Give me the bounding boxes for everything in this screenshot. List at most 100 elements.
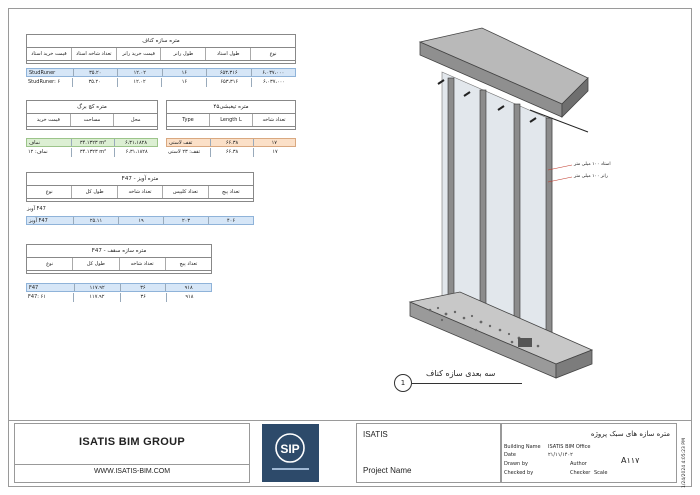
building-name-value: ISATIS BIM Office — [548, 444, 591, 450]
table-cell: ۶۶.۳۸ — [210, 148, 253, 157]
col-header: Length L — [209, 114, 252, 126]
table-row[interactable]: F47: ۶۱ ۱۱۷.۹۲ ۳۶ ۹۱۸ — [26, 293, 212, 302]
table-cell: ۳۴.۱۳۲۳ m² — [71, 139, 114, 146]
table-cell: ۱۹ — [118, 217, 163, 224]
table-cell: ۱۲.۰۲ — [116, 78, 162, 87]
table-cell: ۶۵۳،۳۱۶ — [206, 78, 251, 87]
stud — [447, 77, 455, 319]
col-header: نوع — [46, 261, 54, 267]
stud — [513, 103, 521, 345]
drawn-by-label: Drawn by — [504, 461, 528, 467]
company-name: ISATIS BIM GROUP — [78, 436, 186, 448]
schedule-gypsum-header: قیمت خرید مساحت محل — [27, 114, 157, 127]
stud — [479, 89, 487, 331]
base-runner — [518, 338, 532, 347]
annotation-leader — [547, 164, 573, 171]
col-header: تعداد پیچ — [207, 186, 253, 198]
schedule-frame-header: قیمت خرید استاد تعداد شاخه استاد قیمت خر… — [27, 48, 295, 61]
table-cell: ۱۱۷.۹۲ — [73, 293, 119, 302]
company-logo: SIP — [262, 424, 319, 482]
floor-slab-side — [555, 349, 593, 379]
table-cell: ثقف لاستی — [169, 140, 193, 146]
table-cell: ۳۶ — [119, 284, 166, 291]
schedule-f47-header: نوع طول کل تعداد شاخه تعداد کلیپس تعداد … — [27, 186, 253, 199]
ceiling-runner — [529, 109, 589, 133]
hanger-clips — [437, 79, 537, 123]
caption-underline — [412, 383, 522, 384]
table-cell: ۲۵.۱۱ — [73, 217, 118, 224]
col-header: مساحت — [69, 114, 114, 126]
company-url[interactable]: WWW.ISATIS-BIM.COM — [15, 464, 249, 475]
table-cell: ۳۵.۲۰ — [72, 69, 118, 76]
table-cell: ۶،۳۱،۱۸۲۸ — [114, 139, 157, 146]
ceiling-slab-side — [561, 77, 589, 118]
col-header: تعداد شاخه — [118, 258, 165, 270]
table-cell: ۳۴.۱۳۲۳ m² — [70, 148, 115, 157]
table-row[interactable]: نماف: ۱۲ ۳۴.۱۳۲۳ m² ۶،۳۱،۱۸۲۸ — [26, 148, 158, 157]
schedule-board-title: متره تیغبشی۴۵ — [167, 101, 295, 114]
sheet-title: متره سازه های سبک پروژه — [590, 430, 670, 438]
col-header: نوع — [45, 189, 53, 195]
col-header: محل — [113, 114, 157, 126]
table-row[interactable]: F47 ۱۱۷.۹۲ ۳۶ ۹۱۸ — [26, 283, 212, 292]
date-label: Date — [504, 452, 516, 458]
checked-by-label: Checked by — [504, 470, 534, 476]
col-header: طول رانر — [160, 48, 205, 60]
annotation-stud: استاد ۱۰۰ میلی متر — [574, 162, 611, 167]
schedule-ceiling-header: نوع طول کل تعداد شاخه تعداد پیچ — [27, 258, 211, 271]
project-company: ISATIS — [363, 430, 388, 439]
col-header: نوع — [250, 48, 295, 60]
table-cell: ۶،۰۳۷،۰۰۰ — [251, 78, 296, 87]
schedule-board: متره تیغبشی۴۵ Type Length L تعداد شاخه — [166, 100, 296, 130]
schedule-frame: متره سازه کناف قیمت خرید استاد تعداد شاخ… — [26, 34, 296, 64]
view-caption: سه بعدی سازه کناف — [426, 369, 496, 378]
table-cell: F47 — [29, 285, 39, 291]
table-row[interactable]: آویز F47 ۲۵.۱۱ ۱۹ ۲۰۳ ۴۰۶ — [26, 216, 254, 225]
schedule-ceiling: F47 - متره سازه سقف نوع طول کل تعداد شاخ… — [26, 244, 212, 274]
table-cell: ۱۱۷.۹۲ — [73, 284, 120, 291]
table-row[interactable]: ثقف لاستی ۶۶.۳۸ ۱۷ — [166, 138, 296, 147]
schedule-gypsum: متره کچ برگ قیمت خرید مساحت محل — [26, 100, 158, 130]
table-cell: StudRuner: ۶ — [28, 79, 61, 85]
schedule-board-header: Type Length L تعداد شاخه — [167, 114, 295, 127]
col-header: طول کل — [72, 258, 118, 270]
sip-logo-icon: SIP — [272, 433, 309, 470]
print-timestamp: 1/24/2024 4:05:23 PM — [682, 438, 687, 488]
col-header: تعداد شاخه استاد — [70, 48, 116, 60]
table-cell: ۴۰۶ — [208, 217, 253, 224]
table-cell: ۳۵.۲۰ — [71, 78, 117, 87]
project-block: ISATIS Project Name — [356, 423, 501, 483]
table-row[interactable]: ثقف: ۲۳ لاستی ۶۶.۳۸ ۱۷ — [166, 148, 296, 157]
col-header: تعداد شاخه — [116, 186, 162, 198]
stud — [545, 117, 553, 351]
table-cell: ۱۷ — [252, 139, 295, 146]
col-header: تعداد پیچ — [164, 258, 211, 270]
date-value: ۲۱/۱۱/۱۴۰۲ — [548, 452, 573, 458]
schedule-f47-title: F47 - متره آویز — [27, 173, 253, 186]
col-header: قیمت خرید — [36, 117, 60, 123]
table-row[interactable]: نماف ۳۴.۱۳۲۳ m² ۶،۳۱،۱۸۲۸ — [26, 138, 158, 147]
sheet-number: A۱۱۷ — [621, 456, 640, 465]
sheet-info-block: متره سازه های سبک پروژه — [501, 423, 677, 483]
scale-label: Scale — [594, 470, 608, 476]
schedule-ceiling-title: F47 - متره سازه سقف — [27, 245, 211, 258]
table-cell: ۲۰۳ — [163, 217, 208, 224]
project-name: Project Name — [363, 466, 412, 475]
svg-text:SIP: SIP — [280, 442, 299, 456]
table-cell: StudRuner — [29, 70, 56, 76]
table-cell: ثقف: ۲۳ لاستی — [168, 149, 201, 155]
title-block — [8, 420, 692, 487]
3d-partition-view[interactable] — [380, 20, 620, 380]
table-cell: ۱۶ — [161, 69, 207, 76]
company-block: ISATIS BIM GROUP WWW.ISATIS-BIM.COM — [14, 423, 250, 483]
table-row[interactable]: StudRuner ۳۵.۲۰ ۱۲.۰۲ ۱۶ ۶۵۳،۳۱۶ ۶،۰۳۷،۰… — [26, 68, 296, 77]
table-cell: ۶،۳۱،۱۸۲۸ — [114, 148, 158, 157]
table-cell: ۱۲.۰۲ — [117, 69, 162, 76]
table-row[interactable]: StudRuner: ۶ ۳۵.۲۰ ۱۲.۰۲ ۱۶ ۶۵۳،۳۱۶ ۶،۰۳… — [26, 78, 296, 87]
col-header: قیمت خرید رانر — [115, 48, 161, 60]
schedule-gypsum-title: متره کچ برگ — [27, 101, 157, 114]
view-number: 1 — [394, 374, 412, 392]
checker-label: Checker — [570, 470, 591, 476]
table-cell: F47: ۶۱ — [28, 294, 46, 300]
table-cell: ۱۶ — [161, 78, 206, 87]
